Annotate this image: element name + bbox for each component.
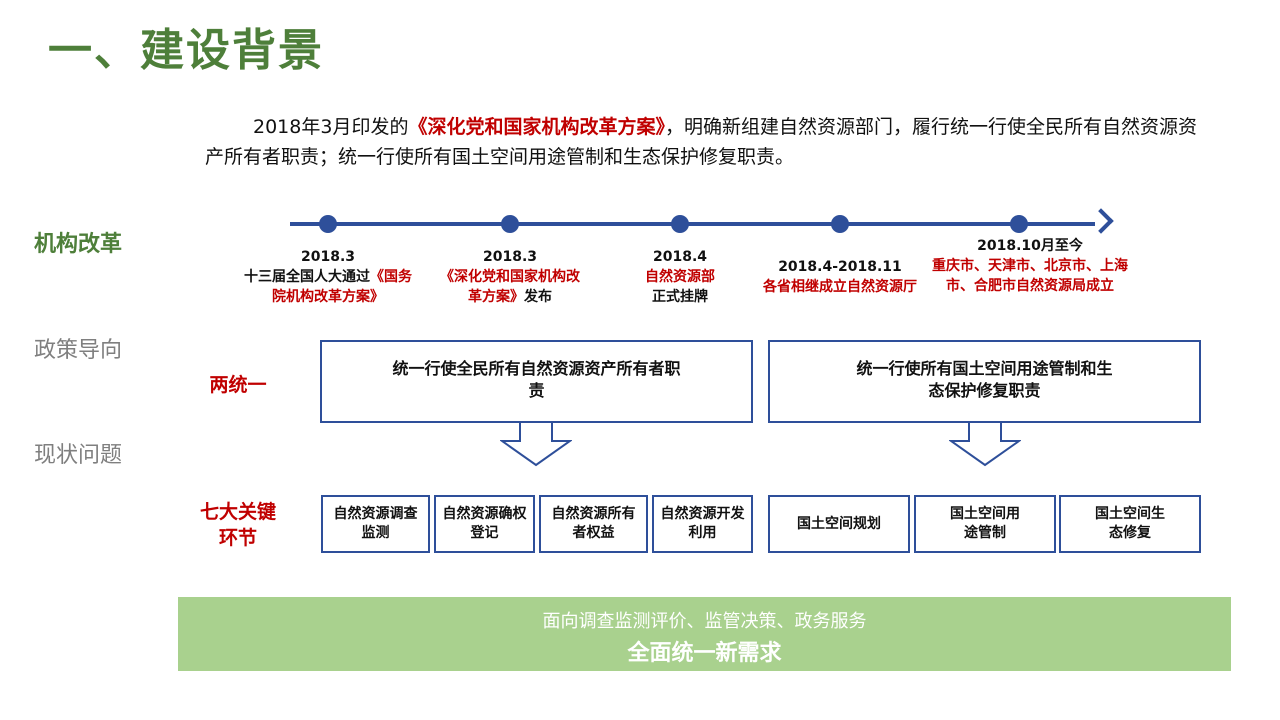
event-text-red: 自然资源部 [645,269,715,285]
bottom-banner: 面向调查监测评价、监管决策、政务服务 全面统一新需求 [178,597,1231,671]
timeline-dot [319,215,337,233]
unify-box-left: 统一行使全民所有自然资源资产所有者职责 [320,340,753,423]
key-link-box: 自然资源调查监测 [321,495,430,553]
event-date: 2018.3 [300,249,356,265]
key-link-box: 自然资源所有者权益 [539,495,648,553]
timeline-event-3: 2018.4 自然资源部 正式挂牌 [620,247,740,307]
event-text-red: 各省相继成立自然资源厅 [763,279,917,295]
timeline-dot [831,215,849,233]
timeline-event-2: 2018.3 《深化党和国家机构改革方案》发布 [440,247,580,307]
timeline-event-1: 2018.3 十三届全国人大通过《国务院机构改革方案》 [238,247,418,307]
banner-line-1: 面向调查监测评价、监管决策、政务服务 [542,611,867,632]
key-link-box: 国土空间用途管制 [914,495,1056,553]
timeline-event-4: 2018.4-2018.11 各省相继成立自然资源厅 [742,257,938,297]
key-link-box: 国土空间规划 [768,495,910,553]
timeline-event-5: 2018.10月至今 重庆市、天津市、北京市、上海市、合肥市自然资源局成立 [932,236,1128,296]
page-title: 一、建设背景 [48,25,324,76]
timeline-arrow-icon [1088,208,1114,234]
sidebar-item-policy-orientation[interactable]: 政策导向 [34,338,123,363]
event-date: 2018.4 [652,249,708,265]
intro-prefix: 2018年3月印发的 [253,116,409,138]
event-date: 2018.3 [482,249,538,265]
timeline-dot [671,215,689,233]
down-arrow-icon [949,421,1021,467]
event-text: 《深化党和国家机构改革方案》发布 [440,269,580,305]
event-text: 十三届全国人大通过《国务院机构改革方案》 [244,269,412,305]
key-link-box: 自然资源确权登记 [434,495,535,553]
sidebar-item-institutional-reform[interactable]: 机构改革 [34,232,123,257]
sidebar-item-current-issues[interactable]: 现状问题 [34,443,123,468]
key-link-box: 国土空间生态修复 [1059,495,1201,553]
down-arrow-icon [500,421,572,467]
intro-highlight: 《深化党和国家机构改革方案》 [408,116,665,138]
event-text-red: 重庆市、天津市、北京市、上海市、合肥市自然资源局成立 [932,258,1128,294]
unify-box-right: 统一行使所有国土空间用途管制和生态保护修复职责 [768,340,1201,423]
event-date: 2018.4-2018.11 [778,259,902,275]
key-links-label: 七大关键环节 [199,501,276,549]
timeline-dot [501,215,519,233]
key-link-box: 自然资源开发利用 [652,495,753,553]
timeline-dot [1010,215,1028,233]
two-unify-label: 两统一 [209,374,267,396]
intro-suffix: ，明确新组建自然资源部门，履行统一行使全民所有自然资源资产所有者职责；统一行使所… [205,116,1197,168]
intro-paragraph: 2018年3月印发的《深化党和国家机构改革方案》，明确新组建自然资源部门，履行统… [205,112,1205,172]
timeline-line [290,222,1095,226]
banner-line-2: 全面统一新需求 [627,641,782,666]
event-date: 2018.10月至今 [977,238,1083,254]
event-text: 正式挂牌 [652,289,708,305]
